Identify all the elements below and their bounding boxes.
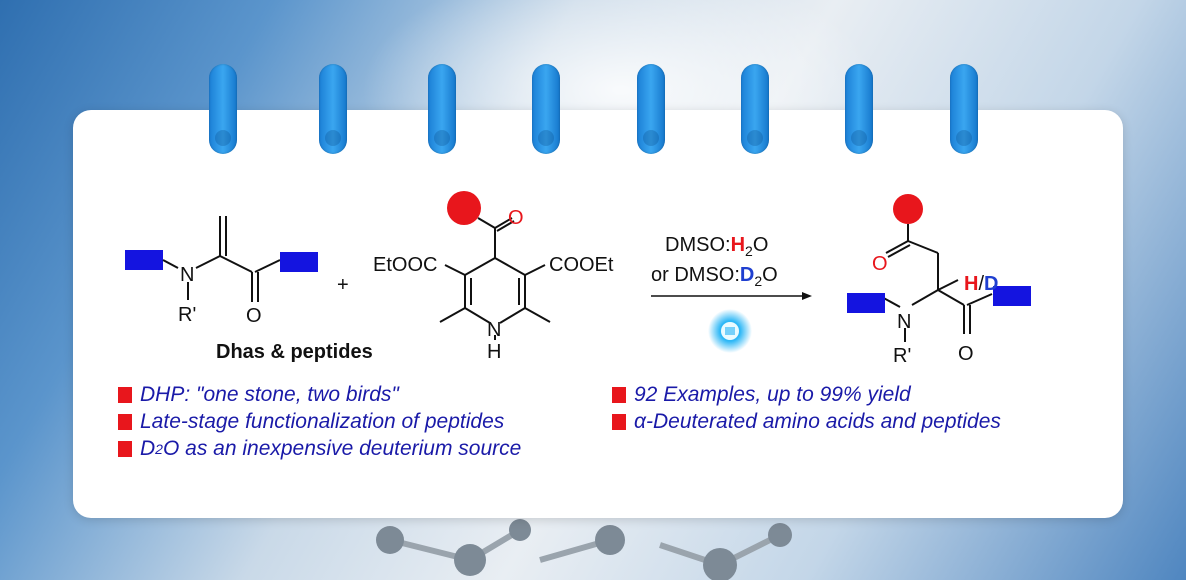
bullet-list-left: DHP: "one stone, two birds" Late-stage f… bbox=[118, 382, 521, 463]
condition-h: H bbox=[731, 234, 745, 256]
red-square-icon bbox=[612, 387, 626, 403]
bullet-text-prefix: α bbox=[634, 410, 646, 433]
bullet-text: DHP: "one stone, two birds" bbox=[140, 383, 399, 406]
reactant-dhp: O EtOOC COOEt N H bbox=[373, 191, 614, 363]
etooc-group: EtOOC bbox=[373, 254, 437, 276]
bullet-text: 92 Examples, up to 99% yield bbox=[634, 383, 911, 406]
binder-ring-icon bbox=[209, 64, 237, 154]
blue-block-icon bbox=[993, 286, 1031, 306]
svg-text:or DMSO:D2O: or DMSO:D2O bbox=[651, 264, 778, 289]
atom-n: N bbox=[897, 311, 911, 333]
condition-solvent-2: or DMSO: bbox=[651, 264, 740, 286]
reactant-dehydroalanine: N R' O Dhas & peptides bbox=[125, 216, 373, 363]
binder-ring-icon bbox=[428, 64, 456, 154]
bullet-item: DHP: "one stone, two birds" bbox=[118, 382, 521, 408]
atom-o: O bbox=[508, 207, 524, 229]
label-h: H bbox=[964, 273, 978, 295]
red-circle-icon bbox=[447, 191, 481, 225]
condition-solvent-1: DMSO: bbox=[665, 234, 731, 256]
blue-light-bulb-icon bbox=[708, 309, 752, 353]
condition-o: O bbox=[753, 234, 769, 256]
binder-ring-icon bbox=[950, 64, 978, 154]
atom-o: O bbox=[246, 305, 262, 327]
binder-ring-icon bbox=[319, 64, 347, 154]
atom-n: N bbox=[487, 319, 501, 341]
bullet-text: Late-stage functionalization of peptides bbox=[140, 410, 505, 433]
bullet-text-sub: 2 bbox=[155, 441, 163, 457]
atom-r-prime: R' bbox=[178, 304, 196, 326]
blue-block-icon bbox=[280, 252, 318, 272]
atom-h: H bbox=[487, 341, 501, 363]
bullet-text-suffix: O as an inexpensive deuterium source bbox=[162, 437, 522, 460]
arrow-head-icon bbox=[802, 292, 812, 300]
cooet-group: COOEt bbox=[549, 254, 614, 276]
atom-o-ester: O bbox=[872, 253, 888, 275]
bullet-item: Late-stage functionalization of peptides bbox=[118, 409, 521, 435]
binder-ring-icon bbox=[532, 64, 560, 154]
svg-text:DMSO:H2O: DMSO:H2O bbox=[665, 234, 768, 259]
bullet-item: 92 Examples, up to 99% yield bbox=[612, 382, 1001, 408]
binder-ring-icon bbox=[845, 64, 873, 154]
label-slash: / bbox=[978, 273, 984, 295]
blue-block-icon bbox=[847, 293, 885, 313]
blue-block-icon bbox=[125, 250, 163, 270]
condition-o: O bbox=[762, 264, 778, 286]
red-circle-icon bbox=[893, 194, 923, 224]
binder-ring-icon bbox=[741, 64, 769, 154]
binder-ring-icon bbox=[637, 64, 665, 154]
reactant1-label: Dhas & peptides bbox=[216, 341, 373, 363]
atom-n: N bbox=[180, 264, 194, 286]
red-square-icon bbox=[612, 414, 626, 430]
condition-sub: 2 bbox=[754, 273, 762, 289]
notebook-card bbox=[73, 110, 1123, 518]
bullet-text-suffix: -Deuterated amino acids and peptides bbox=[645, 410, 1001, 433]
red-square-icon bbox=[118, 414, 132, 430]
red-square-icon bbox=[118, 387, 132, 403]
label-d: D bbox=[984, 273, 998, 295]
condition-d: D bbox=[740, 264, 754, 286]
bullet-item: α-Deuterated amino acids and peptides bbox=[612, 409, 1001, 435]
atom-o: O bbox=[958, 343, 974, 365]
atom-r-prime: R' bbox=[893, 345, 911, 367]
condition-sub: 2 bbox=[745, 243, 753, 259]
bullet-list-right: 92 Examples, up to 99% yield α-Deuterate… bbox=[612, 382, 1001, 436]
reaction-conditions: DMSO:H2O or DMSO:D2O bbox=[651, 234, 812, 353]
product-structure: O N R' O H/D bbox=[847, 194, 1031, 367]
plus-sign: + bbox=[337, 274, 349, 296]
svg-text:H/D: H/D bbox=[964, 273, 998, 295]
red-square-icon bbox=[118, 441, 132, 457]
bullet-text-prefix: D bbox=[140, 437, 156, 460]
